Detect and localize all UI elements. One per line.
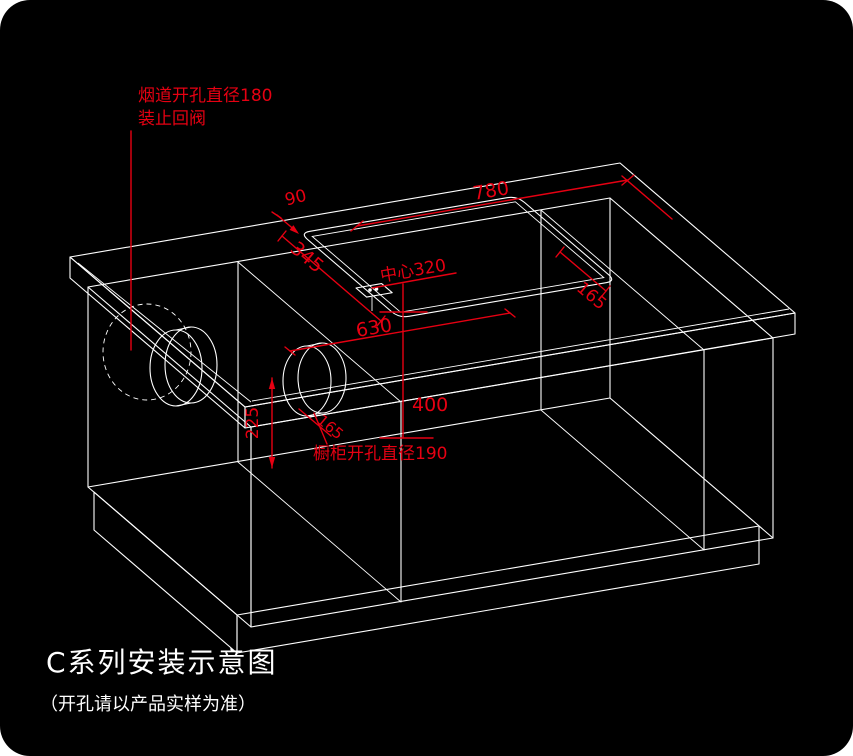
duct-hole-left-panel — [102, 303, 218, 407]
dim-225-label: 225 — [243, 407, 263, 439]
diagram-subtitle: （开孔请以产品实样为准） — [40, 694, 256, 715]
footer: C系列安装示意图 （开孔请以产品实样为准） — [40, 646, 278, 715]
cabinet-hole-note: 橱柜开孔直径190 — [313, 444, 447, 464]
annotation-duct-hole: 烟道开孔直径180 装止回阀 — [130, 86, 272, 351]
duct-hole-marking-dashed-circle — [102, 303, 192, 401]
annotation-cabinet-hole: 橱柜开孔直径190 — [313, 412, 447, 464]
cabinet-body — [87, 197, 774, 654]
dim-400-label: 400 — [412, 394, 448, 416]
duct-note-line1: 烟道开孔直径180 — [138, 86, 272, 106]
duct-note-line2: 装止回阀 — [138, 109, 206, 129]
inlet-dot — [374, 287, 379, 291]
dimension-center-drop: 400 — [379, 311, 448, 439]
dimension-cutout-width: 630 — [284, 308, 516, 356]
countertop — [69, 162, 796, 429]
inlet-dot — [368, 288, 372, 292]
diagram-title: C系列安装示意图 — [46, 646, 278, 679]
plinth — [93, 491, 760, 654]
inlet-box — [355, 283, 393, 311]
dim-90-arrow — [289, 225, 299, 234]
divider-panel-left — [237, 261, 402, 603]
divider-panel-right — [540, 209, 705, 551]
dimension-counter-span: 780 — [350, 174, 673, 232]
dimension-back-clearance: 90 — [271, 186, 309, 234]
dimension-divider-height: 225 — [243, 377, 276, 469]
